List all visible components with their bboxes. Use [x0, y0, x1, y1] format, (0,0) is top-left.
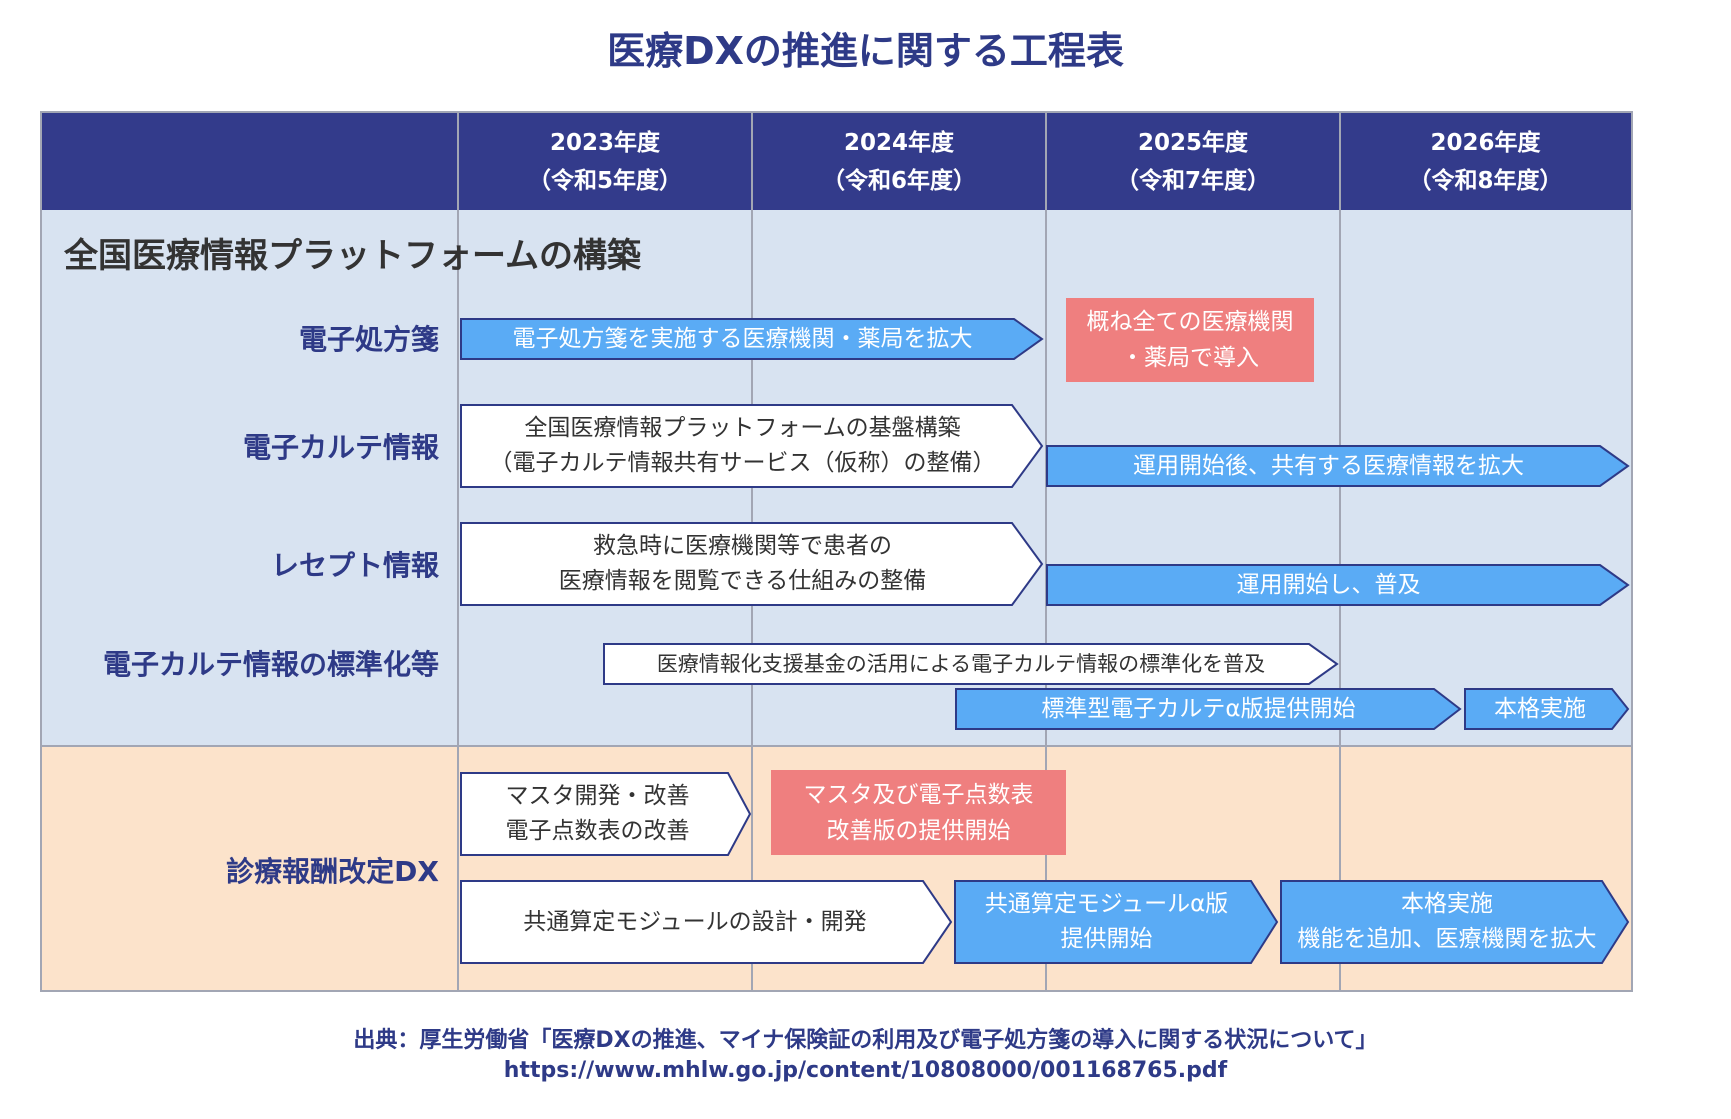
milestone-master-release: マスタ及び電子点数表 改善版の提供開始 [771, 770, 1066, 855]
timeline-header [41, 112, 1631, 210]
arrow-module-design [460, 880, 953, 964]
task-module-design: 共通算定モジュールの設計・開発 [523, 908, 867, 935]
milestone-eprescription-target: 概ね全ての医療機関 ・薬局で導入 [1066, 298, 1314, 382]
year-header-2024: 2024年度（令和6年度） [821, 130, 976, 194]
arrow-receipt-base [460, 522, 1044, 606]
task-receipt-expand: 運用開始し、普及 [1236, 571, 1421, 598]
grid-line [457, 112, 459, 990]
row-label-revision-dx: 診療報酬改定DX [226, 855, 439, 888]
arrow-module-full [1280, 880, 1630, 964]
task-module-full: 本格実施 機能を追加、医療機関を拡大 [1297, 891, 1597, 952]
arrow-emr-base [460, 404, 1044, 488]
source-url[interactable]: https://www.mhlw.go.jp/content/10808000/… [503, 1058, 1228, 1083]
source-citation: 出典：厚生労働省「医療DXの推進、マイナ保険証の利用及び電子処方箋の導入に関する… [353, 1028, 1378, 1053]
row-label-eprescription: 電子処方箋 [298, 323, 439, 356]
year-header-2023: 2023年度（令和5年度） [527, 130, 682, 194]
task-receipt-base: 救急時に医療機関等で患者の 医療情報を閲覧できる仕組みの整備 [558, 533, 927, 594]
arrow-module-alpha [954, 880, 1279, 964]
arrow-receipt-expand [1046, 564, 1630, 606]
grid-line [1045, 112, 1047, 990]
task-master: マスタ開発・改善 電子点数表の改善 [505, 783, 690, 844]
arrow-emr-expand [1046, 445, 1630, 487]
row-label-receipt: レセプト情報 [270, 549, 439, 582]
task-module-alpha: 共通算定モジュールα版 提供開始 [984, 891, 1229, 952]
task-std-alpha: 標準型電子カルテα版提供開始 [1041, 695, 1356, 722]
section-divider [41, 745, 1631, 747]
row-label-emr: 電子カルテ情報 [242, 431, 439, 464]
arrow-eprescription-expand [460, 318, 1044, 360]
arrow-std-spread [603, 643, 1339, 685]
row-label-standardization: 電子カルテ情報の標準化等 [102, 648, 439, 681]
page-title: 医療DXの推進に関する工程表 [607, 29, 1124, 73]
year-header-2025: 2025年度（令和7年度） [1115, 130, 1270, 194]
task-eprescription-expand: 電子処方箋を実施する医療機関・薬局を拡大 [512, 325, 973, 352]
table-border [40, 111, 1633, 992]
year-header-2026: 2026年度（令和8年度） [1408, 130, 1563, 194]
arrow-master [460, 772, 752, 856]
task-std-spread: 医療情報化支援基金の活用による電子カルテ情報の標準化を普及 [656, 651, 1266, 676]
task-std-full: 本格実施 [1494, 695, 1586, 722]
task-emr-expand: 運用開始後、共有する医療情報を拡大 [1133, 452, 1524, 479]
arrow-std-alpha [955, 688, 1462, 730]
grid-line [1339, 112, 1341, 990]
task-emr-base: 全国医療情報プラットフォームの基盤構築 （電子カルテ情報共有サービス（仮称）の整… [489, 415, 996, 476]
section-title-platform: 全国医療情報プラットフォームの構築 [64, 236, 641, 276]
arrow-std-full [1464, 688, 1630, 730]
